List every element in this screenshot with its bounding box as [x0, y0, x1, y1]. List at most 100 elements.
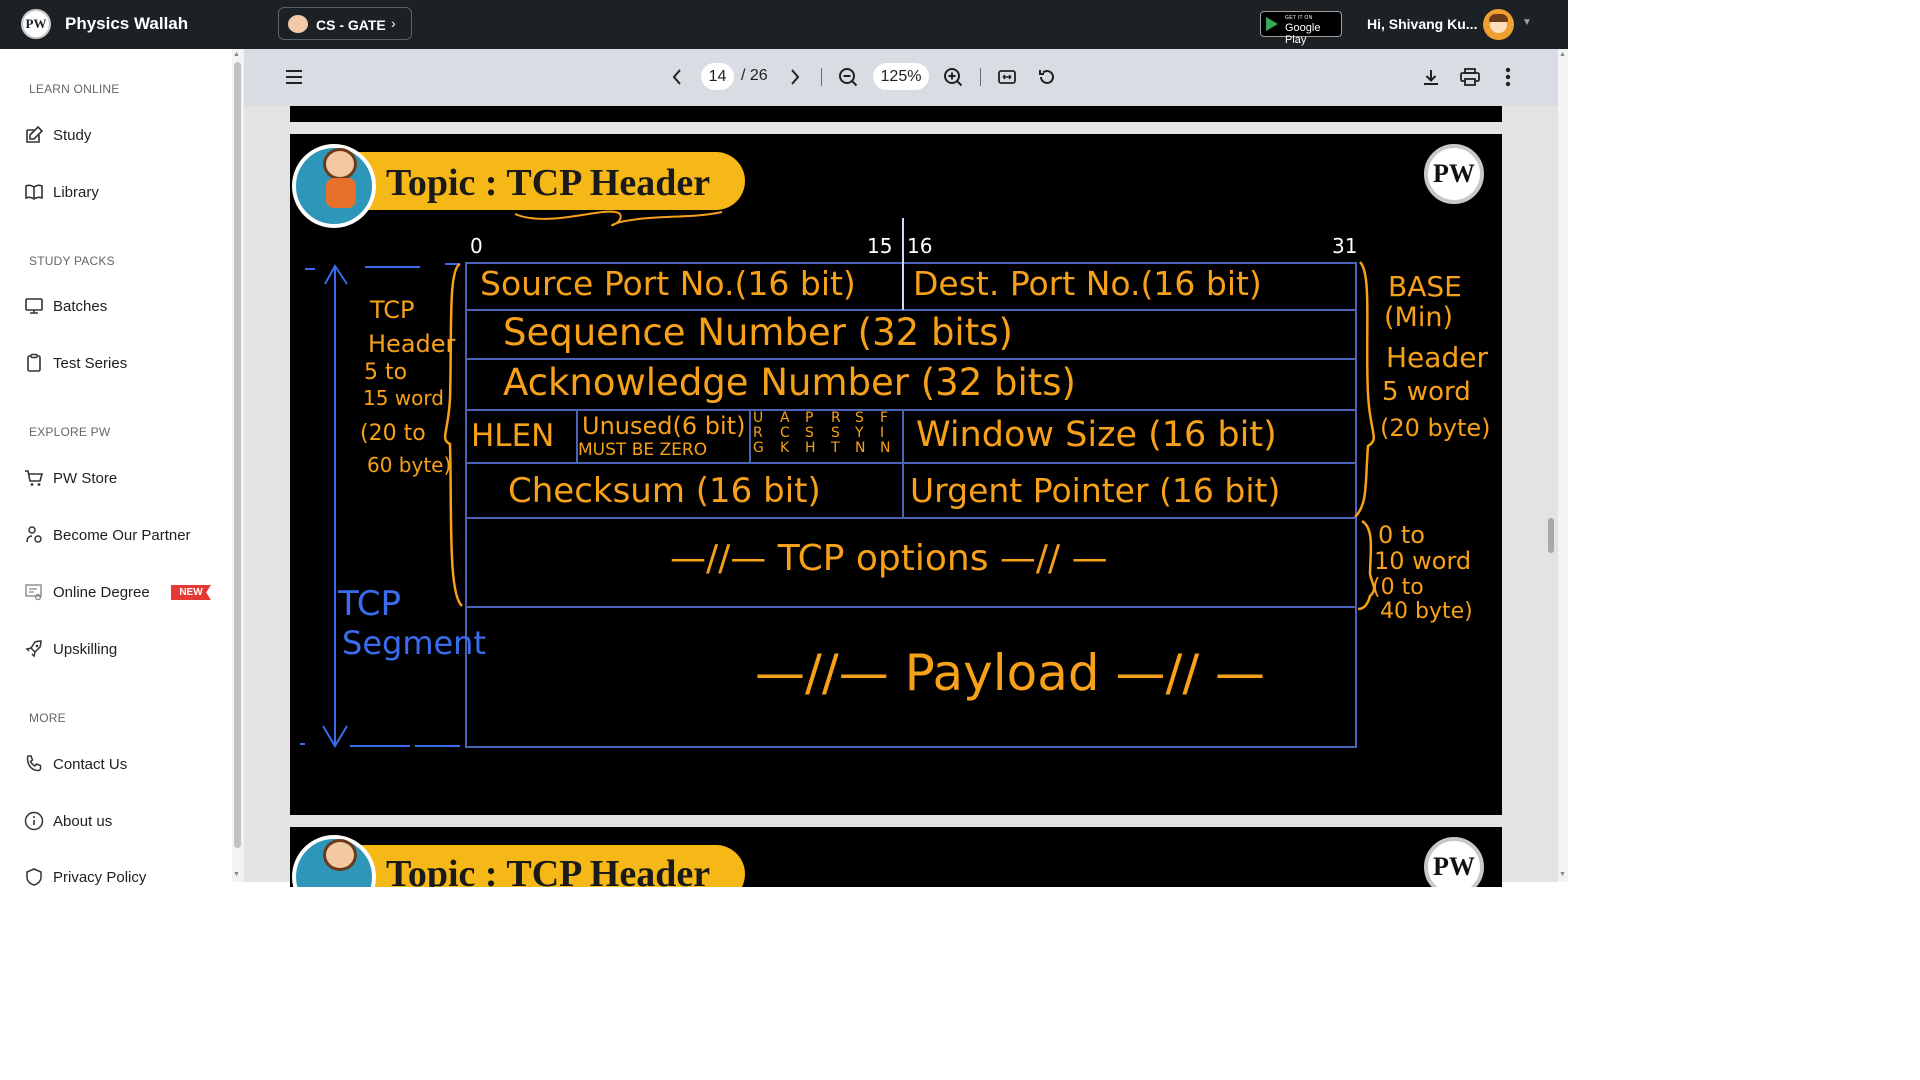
cart-icon — [25, 470, 44, 486]
mascot-head — [323, 148, 357, 180]
sidebar: LEARN ONLINE Study Library STUDY PACKS B… — [0, 49, 232, 886]
prev-page-icon[interactable] — [667, 66, 687, 88]
monitor-icon — [25, 298, 43, 314]
book-icon — [25, 184, 43, 200]
edit-icon — [26, 125, 44, 143]
note-header-r: Header — [1386, 341, 1488, 374]
new-badge: NEW — [171, 585, 211, 600]
bit-label-16: 16 — [907, 234, 933, 258]
source-port-field: Source Port No.(16 bit) — [480, 264, 856, 303]
top-header: PW Physics Wallah CS - GATE › GET IT ON … — [0, 0, 1568, 49]
sidebar-item-test-series[interactable]: Test Series — [24, 345, 229, 381]
page-number-input[interactable]: 14 — [701, 63, 734, 90]
note-tcp-segment-1: TCP — [338, 584, 402, 624]
sidebar-item-about-us[interactable]: About us — [24, 803, 229, 839]
rocket-icon — [25, 640, 42, 658]
download-icon[interactable] — [1420, 66, 1442, 88]
rotate-icon[interactable] — [1036, 66, 1058, 88]
dest-port-field: Dest. Port No.(16 bit) — [913, 264, 1262, 303]
viewer-scrollbar-thumb[interactable] — [1548, 518, 1554, 553]
zoom-level-input[interactable]: 125% — [873, 63, 929, 90]
sidebar-item-batches[interactable]: Batches — [24, 288, 229, 324]
mascot-body — [326, 178, 356, 208]
mascot-badge — [292, 144, 376, 228]
flag-psh: P S H — [805, 410, 816, 456]
window-size-field: Window Size (16 bit) — [916, 415, 1277, 455]
sidebar-item-label: Study — [53, 127, 92, 144]
note-10-word: 10 word — [1374, 547, 1472, 575]
brand-name[interactable]: Physics Wallah — [65, 14, 189, 33]
sidebar-item-study[interactable]: Study — [24, 117, 229, 153]
grid-line — [465, 262, 1357, 264]
sidebar-scroll-down-icon[interactable]: ▼ — [233, 871, 240, 878]
pw-watermark-logo: PW — [1424, 837, 1484, 887]
sidebar-item-label: Batches — [53, 298, 108, 315]
slide-title: Topic : TCP Header — [386, 853, 711, 887]
sequence-number-field: Sequence Number (32 bits) — [503, 311, 1013, 354]
sidebar-item-library[interactable]: Library — [24, 174, 229, 210]
sidebar-item-become-partner[interactable]: Become Our Partner — [24, 517, 229, 553]
sidebar-scroll-up-icon[interactable]: ▲ — [233, 51, 240, 58]
sidebar-item-label: Upskilling — [53, 641, 118, 658]
topic-banner — [350, 845, 745, 887]
slide-title: Topic : TCP Header — [386, 162, 711, 204]
shield-icon — [26, 868, 42, 886]
caret-down-icon[interactable]: ▼ — [1522, 17, 1532, 28]
batch-selector-button[interactable]: CS - GATE › — [278, 7, 412, 40]
note-header: Header — [368, 330, 456, 358]
chevron-right-icon: › — [391, 15, 396, 31]
flag-urg: U R G — [753, 410, 764, 456]
viewer-scroll-up-icon[interactable]: ▲ — [1559, 51, 1566, 58]
sidebar-item-contact-us[interactable]: Contact Us — [24, 746, 229, 782]
clipboard-icon — [27, 353, 41, 372]
checksum-field: Checksum (16 bit) — [508, 471, 821, 511]
print-icon[interactable] — [1458, 66, 1482, 88]
section-learn-online: LEARN ONLINE — [29, 82, 120, 96]
note-base: BASE — [1388, 270, 1462, 303]
fit-page-icon[interactable] — [996, 67, 1018, 87]
must-be-zero-note: MUST BE ZERO — [578, 440, 708, 460]
sidebar-item-label: Test Series — [53, 355, 128, 372]
sidebar-scrollbar-thumb[interactable] — [234, 62, 241, 848]
topic-banner — [350, 152, 745, 210]
user-greeting[interactable]: Hi, Shivang Ku... — [1367, 16, 1478, 32]
grid-line — [576, 409, 578, 462]
sidebar-item-label: Contact Us — [53, 756, 128, 773]
note-tcp-segment-2: Segment — [342, 624, 486, 662]
user-avatar[interactable] — [1483, 9, 1514, 40]
viewer-scroll-down-icon[interactable]: ▼ — [1559, 871, 1566, 878]
next-page-icon[interactable] — [785, 66, 805, 88]
mascot-head — [323, 839, 357, 871]
google-play-badge[interactable]: GET IT ON Google Play — [1260, 11, 1342, 46]
urgent-pointer-field: Urgent Pointer (16 bit) — [910, 471, 1281, 510]
sidebar-item-label: Privacy Policy — [53, 869, 147, 886]
grid-line — [465, 262, 467, 748]
bit-label-15: 15 — [867, 234, 893, 258]
batch-label: CS - GATE — [316, 17, 386, 33]
grid-line — [465, 409, 1357, 411]
zoom-in-icon[interactable] — [942, 66, 964, 88]
note-5-to: 5 to — [364, 360, 408, 385]
note-min: (Min) — [1384, 302, 1453, 333]
zoom-out-icon[interactable] — [837, 66, 859, 88]
note-tcp: TCP — [370, 296, 415, 324]
sidebar-item-upskilling[interactable]: Upskilling — [24, 631, 229, 667]
section-more: MORE — [29, 711, 66, 725]
sidebar-item-label: About us — [53, 813, 113, 830]
grid-line — [465, 606, 1357, 608]
sidebar-item-pw-store[interactable]: PW Store — [24, 460, 229, 496]
grid-line — [902, 409, 904, 517]
store-badge-small-text: GET IT ON — [1285, 15, 1313, 21]
section-explore-pw: EXPLORE PW — [29, 425, 111, 439]
hlen-field: HLEN — [471, 418, 555, 454]
note-15-word: 15 word — [363, 386, 444, 410]
menu-icon[interactable] — [283, 67, 305, 87]
note-5-word: 5 word — [1382, 377, 1471, 407]
sidebar-item-privacy-policy[interactable]: Privacy Policy — [24, 859, 229, 895]
pw-logo-icon[interactable]: PW — [21, 9, 51, 39]
viewer-scrollbar[interactable] — [1558, 49, 1568, 882]
more-options-icon[interactable] — [1498, 66, 1518, 88]
pdf-page-slide: Topic : TCP Header PW 0 15 16 31 Source … — [290, 134, 1502, 815]
sidebar-item-label: Become Our Partner — [53, 527, 191, 544]
sidebar-item-online-degree[interactable]: Online Degree NEW — [24, 574, 229, 610]
